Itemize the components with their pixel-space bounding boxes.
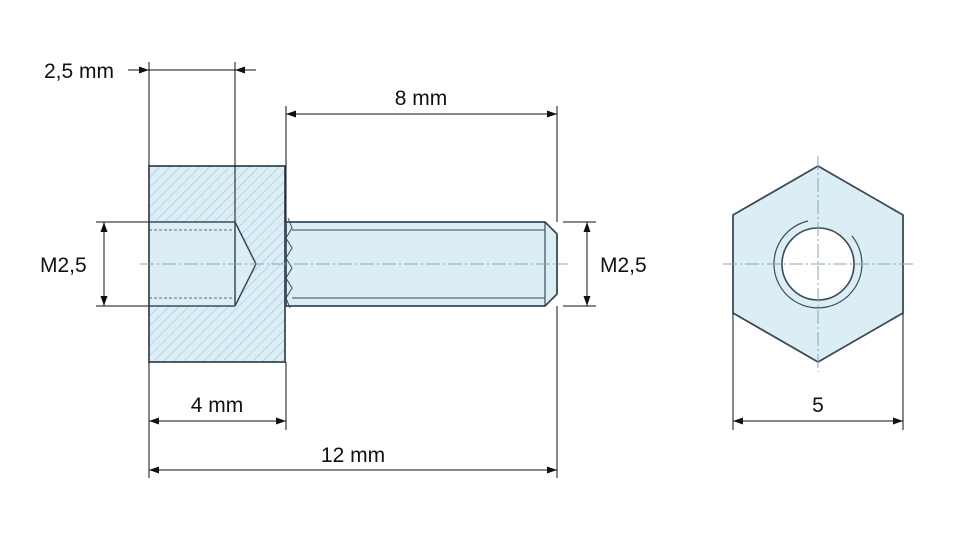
end-dimensions [732,313,904,430]
label-counterbore-depth: 2,5 mm [44,60,114,83]
label-head-length: 4 mm [191,394,244,417]
side-view [140,165,568,363]
label-overall-length: 12 mm [321,444,385,467]
end-view [723,156,913,372]
side-dimensions [96,62,596,478]
break-line [285,217,293,309]
label-thread-length: 8 mm [395,87,448,110]
label-hex-width: 5 [812,394,824,417]
label-thread-left: M2,5 [40,254,87,277]
hex-thread-arc [773,220,863,309]
label-thread-right: M2,5 [600,254,647,277]
